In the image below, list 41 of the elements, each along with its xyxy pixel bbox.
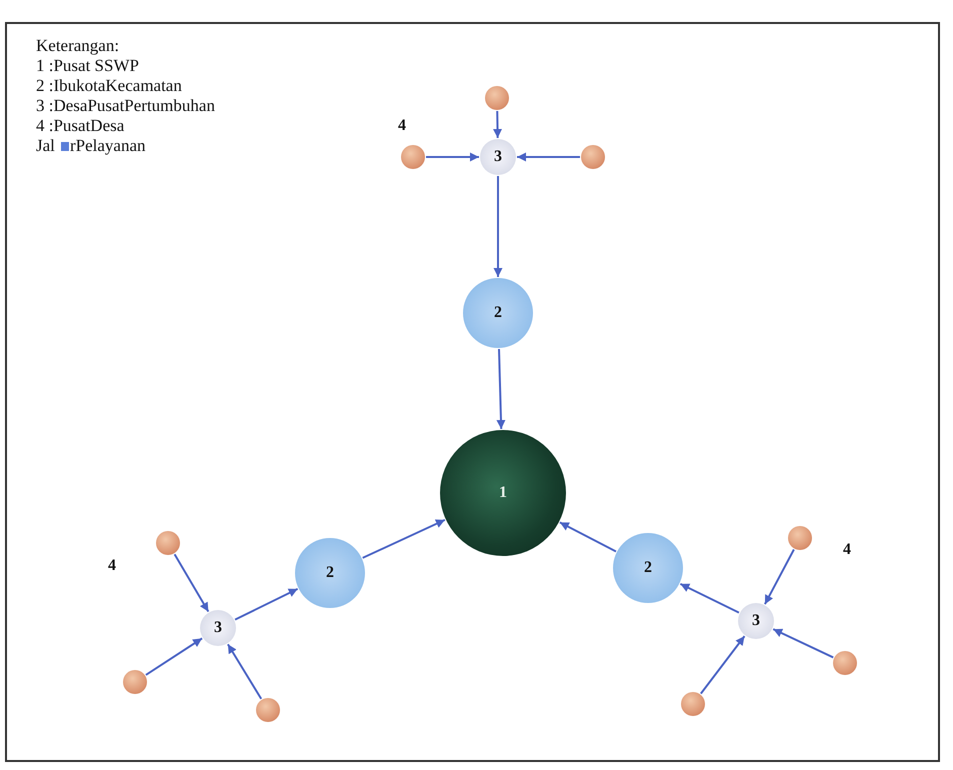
arrow bbox=[174, 554, 210, 612]
arrow bbox=[764, 549, 795, 605]
district-circle: 2 bbox=[613, 533, 683, 603]
legend-heading: Keterangan: bbox=[36, 36, 120, 56]
village-circle bbox=[401, 145, 425, 169]
village-circle bbox=[123, 670, 147, 694]
center-circle: 1 bbox=[440, 430, 566, 556]
arrow bbox=[680, 582, 740, 614]
legend-text: 4 :PusatDesa bbox=[36, 116, 124, 136]
village-circle bbox=[581, 145, 605, 169]
legend-text: 1 :Pusat SSWP bbox=[36, 56, 139, 76]
village-circle bbox=[788, 526, 812, 550]
node-number: 4 bbox=[108, 556, 116, 576]
district-circle: 2 bbox=[463, 278, 533, 348]
village-circle bbox=[156, 531, 180, 555]
arrow bbox=[496, 348, 506, 430]
arrow bbox=[772, 628, 834, 658]
arrow bbox=[559, 522, 616, 552]
arrow bbox=[234, 588, 298, 621]
arrow bbox=[517, 152, 580, 162]
node-number: 4 bbox=[398, 116, 406, 136]
arrow bbox=[493, 110, 502, 138]
arrow bbox=[426, 152, 479, 162]
growth-village-circle: 3 bbox=[480, 139, 516, 175]
arrow bbox=[700, 636, 746, 694]
legend-text: Jal bbox=[36, 136, 55, 156]
village-circle bbox=[485, 86, 509, 110]
node-number: 4 bbox=[843, 540, 851, 560]
legend-text: 3 :DesaPusatPertumbuhan bbox=[36, 96, 215, 116]
legend-text: rPelayanan bbox=[70, 136, 146, 156]
arrow bbox=[145, 638, 203, 676]
arrow bbox=[494, 176, 502, 277]
growth-village-circle: 3 bbox=[738, 603, 774, 639]
district-circle: 2 bbox=[295, 538, 365, 608]
arrow bbox=[362, 518, 446, 559]
legend-text: 2 :IbukotaKecamatan bbox=[36, 76, 182, 96]
arrow bbox=[227, 644, 262, 700]
growth-village-circle: 3 bbox=[200, 610, 236, 646]
village-circle bbox=[256, 698, 280, 722]
village-circle bbox=[681, 692, 705, 716]
village-circle bbox=[833, 651, 857, 675]
